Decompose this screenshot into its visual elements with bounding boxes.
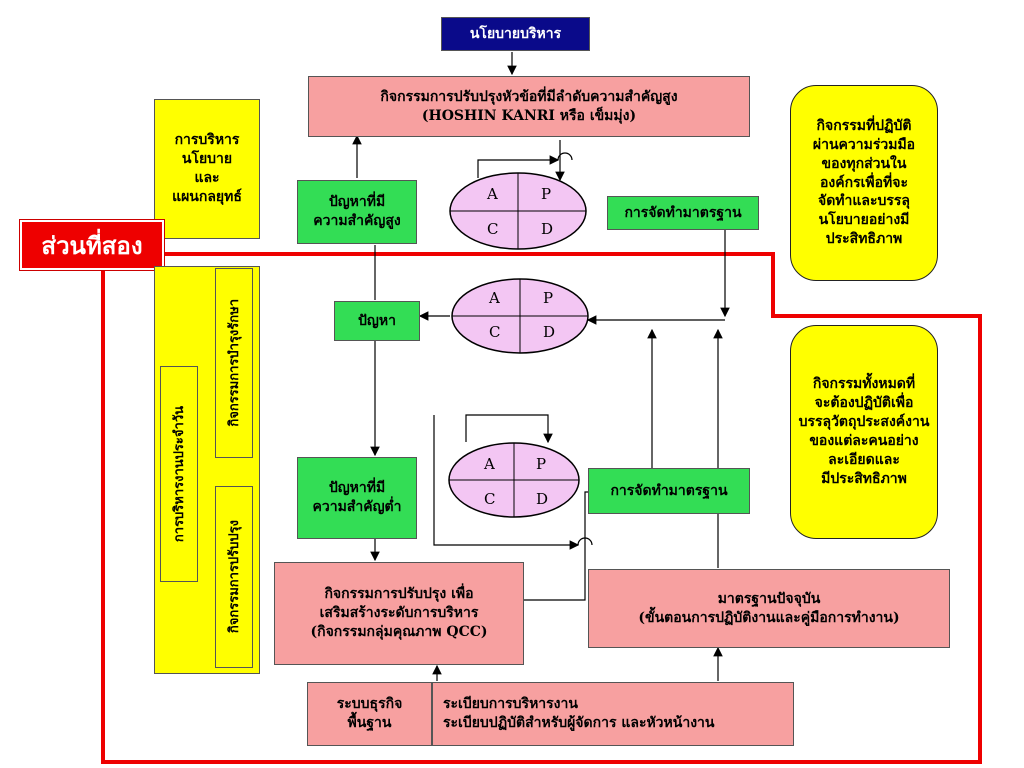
high-priority-problem-box: ปัญหาที่มี ความสำคัญสูง	[297, 180, 417, 244]
box-line: (กิจกรรมกลุ่มคุณภาพ QCC)	[310, 623, 488, 640]
standardize-top-box: การจัดทำมาตรฐาน	[607, 196, 759, 230]
maintenance-label: กิจกรรมการบำรุงรักษา	[215, 268, 253, 458]
management-regulation-box: ระเบียบการบริหารงาน ระเบียบปฏิบัติสำหรับ…	[432, 682, 794, 746]
policy-title-box: นโยบายบริหาร	[441, 17, 590, 51]
note-line: จัดทำและบรรลุ	[817, 193, 910, 210]
box-line: ระบบธุรกิจ	[336, 696, 403, 713]
note-line: กิจกรรมทั้งหมดที่	[812, 376, 916, 393]
box-line: เสริมสร้างระดับการบริหาร	[319, 605, 479, 622]
box-line: ระเบียบการบริหารงาน	[443, 696, 578, 713]
box-line: (ขั้นตอนการปฏิบัติงานและคู่มือการทำงาน)	[638, 609, 900, 626]
top-bracket	[477, 155, 560, 178]
pdca-top-p: P	[541, 185, 552, 203]
pdca-mid-d: D	[543, 323, 556, 341]
lower-bracket	[465, 414, 553, 444]
box-line: มาตรฐานปัจจุบัน	[717, 590, 821, 607]
policy-line: การบริหาร	[174, 132, 240, 149]
top-activity-line1: กิจกรรมการปรับปรุงหัวข้อที่มีลำดับความสำ…	[380, 88, 678, 105]
pdca-mid-c: C	[489, 323, 501, 341]
pdca-top	[449, 172, 587, 250]
note-line: ของทุกส่วนใน	[821, 155, 907, 172]
pdca-mid-p: P	[543, 289, 554, 307]
all-activities-note: กิจกรรมทั้งหมดที่ จะต้องปฏิบัติเพื่อ บรร…	[790, 325, 938, 539]
note-line: กิจกรรมที่ปฏิบัติ	[816, 117, 912, 134]
policy-strategy-box: การบริหาร นโยบาย และ แผนกลยุทธ์	[154, 99, 260, 239]
improvement-label: กิจกรรมการปรับปรุง	[215, 486, 253, 668]
box-line: ความสำคัญสูง	[313, 213, 401, 229]
top-activity-box: กิจกรรมการปรับปรุงหัวข้อที่มีลำดับความสำ…	[308, 76, 750, 137]
pdca-bot-d: D	[536, 490, 549, 508]
low-priority-problem-box: ปัญหาที่มี ความสำคัญต่ำ	[297, 457, 417, 539]
improvement-activity-box: กิจกรรมการปรับปรุง เพื่อ เสริมสร้างระดับ…	[274, 562, 524, 665]
note-line: องค์กรเพื่อที่จะ	[820, 174, 908, 191]
pdca-middle	[451, 278, 589, 354]
box-line: กิจกรรมการปรับปรุง เพื่อ	[324, 586, 474, 603]
top-activity-line2: (HOSHIN KANRI หรือ เข็มมุ่ง)	[421, 107, 637, 124]
pdca-top-c: C	[487, 220, 499, 238]
daily-management-label: การบริหารงานประจำวัน	[160, 366, 198, 582]
note-line: ละเอียดและ	[828, 451, 900, 468]
section-outline	[101, 252, 982, 764]
note-line: มีประสิทธิภาพ	[821, 470, 907, 487]
box-line: ปัญหาที่มี	[328, 480, 386, 497]
pdca-top-a: A	[487, 185, 498, 203]
note-line: นโยบายอย่างมี	[818, 212, 910, 229]
problem-box: ปัญหา	[334, 301, 420, 341]
improvement-text: กิจกรรมการปรับปรุง	[226, 520, 242, 634]
standardize-mid-box: การจัดทำมาตรฐาน	[588, 468, 750, 514]
policy-line: และ	[194, 170, 220, 186]
note-line: บรรลุวัตถุประสงค์งาน	[798, 414, 930, 431]
box-line: ความสำคัญต่ำ	[312, 499, 402, 515]
cooperation-note: กิจกรรมที่ปฏิบัติ ผ่านความร่วมมือ ของทุก…	[790, 85, 938, 281]
basic-business-system-box: ระบบธุรกิจ พื้นฐาน	[307, 682, 432, 746]
note-line: ผ่านความร่วมมือ	[812, 136, 916, 153]
note-line: ของแต่ละคนอย่าง	[809, 433, 919, 449]
pdca-top-d: D	[541, 220, 554, 238]
note-line: จะต้องปฏิบัติเพื่อ	[814, 395, 914, 412]
policy-line: นโยบาย	[181, 151, 233, 168]
policy-line: แผนกลยุทธ์	[172, 188, 242, 205]
pdca-bot-c: C	[484, 490, 496, 508]
pdca-bot-p: P	[536, 455, 547, 473]
pdca-mid-a: A	[489, 289, 500, 307]
section-two-tag: ส่วนที่สอง	[20, 220, 164, 270]
note-line: ประสิทธิภาพ	[825, 231, 903, 248]
box-line: ระเบียบปฏิบัติสำหรับผู้จัดการ และหัวหน้า…	[443, 715, 715, 731]
maintenance-text: กิจกรรมการบำรุงรักษา	[226, 299, 242, 427]
box-line: ปัญหาที่มี	[328, 194, 386, 211]
pdca-bot-a: A	[484, 455, 495, 473]
pdca-bottom	[448, 442, 580, 518]
daily-management-text: การบริหารงานประจำวัน	[171, 405, 187, 543]
box-line: พื้นฐาน	[347, 715, 392, 731]
current-standard-box: มาตรฐานปัจจุบัน (ขั้นตอนการปฏิบัติงานและ…	[588, 569, 950, 648]
crossing-hop-top	[557, 152, 573, 161]
